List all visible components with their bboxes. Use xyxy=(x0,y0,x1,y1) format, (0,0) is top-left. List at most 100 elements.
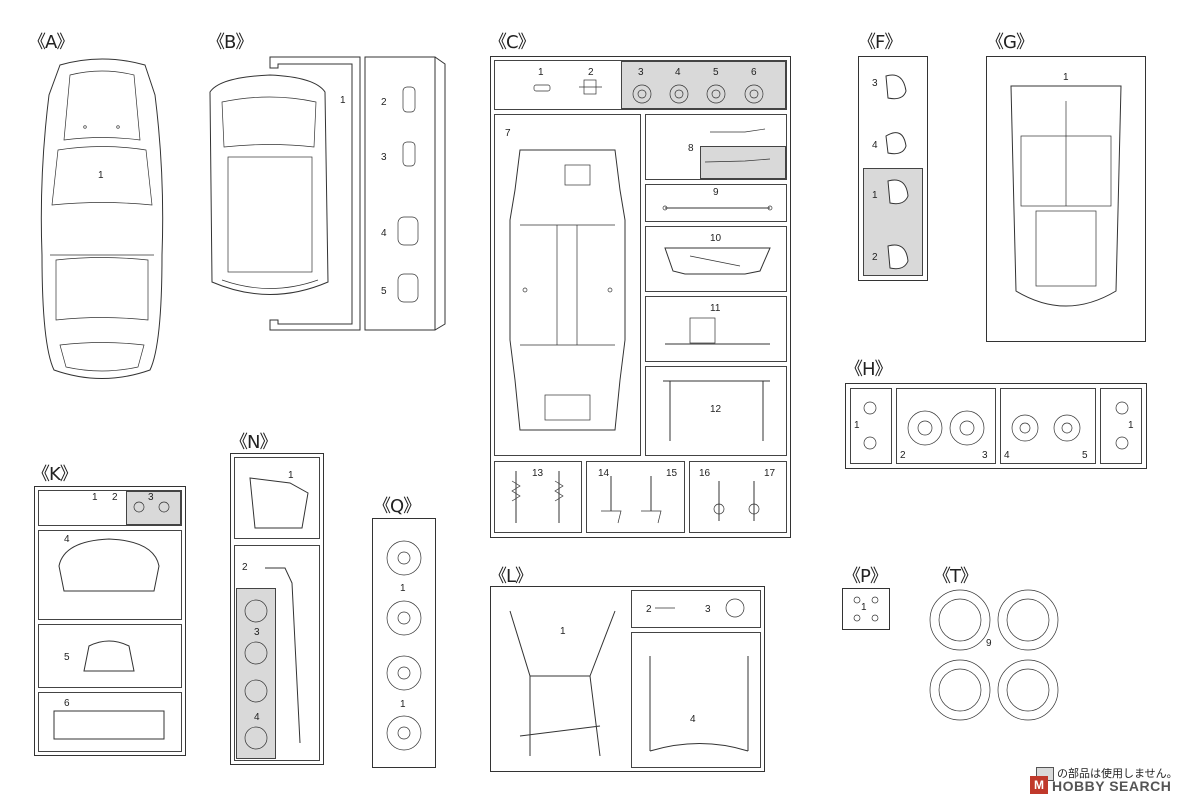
sprue-label-g: 《G》 xyxy=(986,32,1034,53)
part-number: 4 xyxy=(381,228,387,239)
sprue-h-frame xyxy=(845,383,1147,469)
sprue-l-cell xyxy=(631,590,761,628)
part-number: 6 xyxy=(751,67,757,78)
part-c9-bar xyxy=(662,205,773,211)
part-c10-subframe xyxy=(664,247,771,275)
part-c12-crossbar xyxy=(663,380,770,441)
unused-parts-region xyxy=(236,588,276,759)
part-number: 1 xyxy=(400,583,406,594)
sprue-q-wheels xyxy=(386,540,422,751)
sprue-h-cell xyxy=(896,388,996,464)
part-number: 16 xyxy=(699,468,711,479)
part-number: 4 xyxy=(1004,450,1010,461)
part-number: 2 xyxy=(872,252,878,263)
sprue-label-n: 《N》 xyxy=(230,432,277,453)
part-number: 3 xyxy=(982,450,988,461)
sprue-h-brake-discs xyxy=(863,401,1129,450)
sprue-n-parts xyxy=(244,477,309,750)
part-number: 5 xyxy=(64,652,70,663)
watermark-brand: HOBBY SEARCH xyxy=(1052,778,1172,794)
part-number: 15 xyxy=(666,468,678,479)
sprue-k-cell xyxy=(38,624,182,688)
part-number: 11 xyxy=(710,303,721,314)
unused-parts-region xyxy=(126,491,181,525)
part-number: 1 xyxy=(1063,72,1069,83)
part-c14-15-struts xyxy=(601,476,662,524)
part-number: 1 xyxy=(538,67,544,78)
sprue-c-cell-11 xyxy=(645,296,787,362)
part-number: 5 xyxy=(1082,450,1088,461)
part-number: 4 xyxy=(690,714,696,725)
part-number: 1 xyxy=(560,626,566,637)
part-number: 10 xyxy=(710,233,722,244)
part-number: 1 xyxy=(288,470,294,481)
sprue-label-k: 《K》 xyxy=(32,464,78,485)
sprue-label-f: 《F》 xyxy=(858,32,902,53)
part-c7-chassis xyxy=(509,149,626,431)
sprue-label-a: 《A》 xyxy=(28,32,74,53)
sprue-label-q: 《Q》 xyxy=(373,496,421,517)
sprue-q-frame xyxy=(372,518,436,768)
sprue-b-frame xyxy=(209,56,446,331)
sprue-label-p: 《P》 xyxy=(843,566,888,587)
part-number: 2 xyxy=(646,604,652,615)
sprue-p-frame xyxy=(842,588,890,630)
sprue-c-cell-16-17 xyxy=(689,461,787,533)
unused-note-text: の部品は使用しません。 xyxy=(1057,768,1178,780)
sprue-label-h: 《H》 xyxy=(845,359,893,380)
part-number: 17 xyxy=(764,468,776,479)
part-number: 5 xyxy=(713,67,719,78)
part-number: 9 xyxy=(986,638,992,649)
part-c13-shocks xyxy=(511,471,564,523)
sprue-c-cell-14-15 xyxy=(586,461,685,533)
part-number: 3 xyxy=(254,627,260,638)
part-number: 1 xyxy=(98,170,104,181)
sprue-t-tires xyxy=(929,589,1059,721)
unused-parts-region xyxy=(700,146,786,179)
part-number: 2 xyxy=(900,450,906,461)
part-number: 1 xyxy=(861,602,867,613)
part-number: 2 xyxy=(242,562,248,573)
part-number: 3 xyxy=(638,67,644,78)
part-number: 1 xyxy=(1128,420,1134,431)
watermark-logo: M xyxy=(1030,776,1048,794)
unused-parts-region xyxy=(621,61,786,109)
sprue-label-t: 《T》 xyxy=(933,566,978,587)
sprue-h-cell xyxy=(1100,388,1142,464)
part-number: 1 xyxy=(340,95,346,106)
part-number: 4 xyxy=(675,67,681,78)
sprue-f-mirrors xyxy=(885,74,909,270)
sprue-l-cell xyxy=(631,632,761,768)
part-number: 9 xyxy=(713,187,719,198)
part-number: 2 xyxy=(588,67,594,78)
sprue-h-cell xyxy=(850,388,892,464)
part-number: 8 xyxy=(688,143,694,154)
sprue-label-c: 《C》 xyxy=(489,32,536,53)
part-c11-steering xyxy=(665,317,770,345)
sprue-label-l: 《L》 xyxy=(489,566,533,587)
part-number: 1 xyxy=(854,420,860,431)
part-number: 1 xyxy=(92,492,98,503)
sprue-n-cell xyxy=(234,457,320,539)
part-g1-interior-tub xyxy=(1010,85,1122,307)
sprue-p-parts xyxy=(853,596,879,622)
part-number: 2 xyxy=(381,97,387,108)
part-a1-body-shell xyxy=(40,58,164,379)
sprue-k-interior-parts xyxy=(53,501,170,740)
part-number: 13 xyxy=(532,468,544,479)
part-number: 14 xyxy=(598,468,610,479)
part-number: 3 xyxy=(381,152,387,163)
part-number: 5 xyxy=(381,286,387,297)
part-number: 2 xyxy=(112,492,118,503)
part-number: 6 xyxy=(64,698,70,709)
part-number: 12 xyxy=(710,404,722,415)
part-number: 4 xyxy=(254,712,260,723)
sprue-c-cell-9 xyxy=(645,184,787,222)
part-number: 4 xyxy=(872,140,878,151)
part-number: 3 xyxy=(148,492,154,503)
part-number: 3 xyxy=(705,604,711,615)
part-number: 7 xyxy=(505,128,511,139)
part-number: 3 xyxy=(872,78,878,89)
sprue-k-cell xyxy=(38,530,182,620)
part-c16-17-uprights xyxy=(713,481,760,521)
